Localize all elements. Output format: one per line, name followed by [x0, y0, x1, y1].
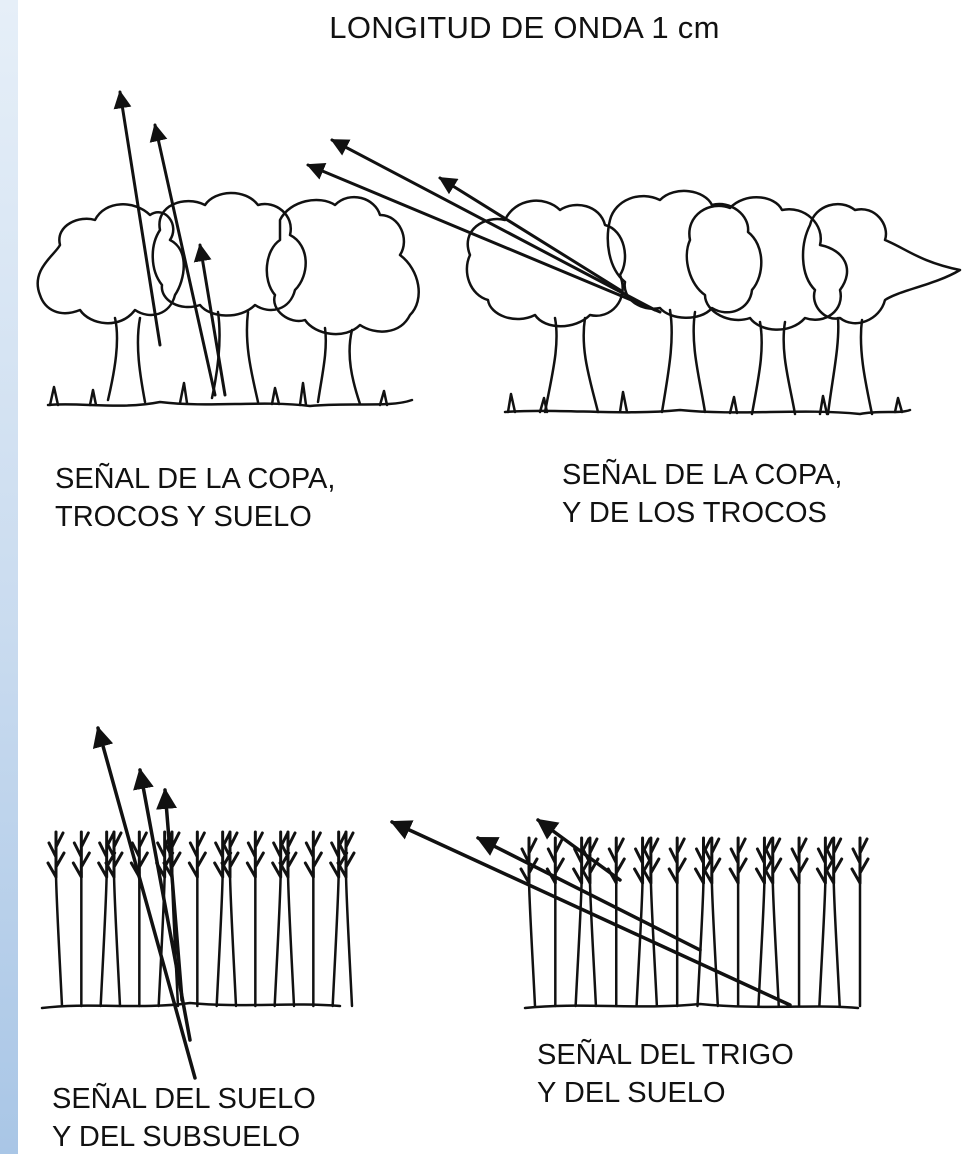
arrow-wheat-oblique-2 — [476, 836, 702, 952]
arrow-subsoil-1 — [92, 725, 197, 1080]
caption-wheat-left: SEÑAL DEL SUELO Y DEL SUBSUELO — [52, 1080, 316, 1156]
arrow-subsoil-3 — [156, 787, 184, 1002]
wheat-head — [641, 836, 661, 885]
wheat-head — [187, 830, 207, 879]
canopy-right-1 — [465, 199, 627, 328]
wheat-head — [278, 830, 298, 879]
wheat-head — [71, 830, 91, 879]
wheat-head — [97, 830, 117, 879]
wheat-head — [303, 830, 323, 879]
wheat-head — [633, 836, 653, 885]
caption-line: TROCOS Y SUELO — [55, 501, 312, 533]
wheat-head — [572, 836, 592, 885]
forest-left — [36, 90, 420, 408]
wheat-stalk — [574, 876, 583, 1008]
wheat-stalk — [344, 870, 354, 1008]
wheat-stalk — [99, 870, 108, 1008]
wheat-stalk — [331, 870, 340, 1008]
arrow-wheat-oblique-1 — [390, 820, 792, 1007]
ground-right — [503, 408, 912, 416]
wheat-stalk — [818, 876, 827, 1008]
arrow-oblique-2 — [330, 138, 657, 312]
wheat-stalk — [710, 876, 720, 1008]
caption-line: SEÑAL DE LA COPA, — [55, 463, 336, 495]
wheat-stalk — [215, 870, 224, 1008]
wheat-head — [824, 836, 844, 885]
caption-trees-right: SEÑAL DE LA COPA, Y DE LOS TROCOS — [562, 456, 842, 532]
wheat-head — [220, 830, 240, 879]
caption-line: Y DEL SUBSUELO — [52, 1121, 301, 1153]
arrow-oblique-1 — [306, 162, 662, 314]
wheat-stalk — [757, 876, 766, 1008]
wheat-head — [213, 830, 233, 879]
wheat-stalks-left — [46, 830, 356, 1008]
arrow-soil-return — [193, 243, 227, 397]
diagram-title: LONGITUD DE ONDA 1 cm — [329, 10, 720, 45]
caption-line: Y DEL SUELO — [537, 1077, 726, 1109]
wheat-stalks-right — [519, 836, 870, 1008]
canopy-left-2 — [151, 191, 307, 317]
left-edge-band — [0, 0, 18, 1154]
arrow-trunk-return — [149, 123, 217, 397]
ground-wheat-right — [523, 1002, 860, 1010]
trunk-left-3 — [316, 326, 362, 406]
canopy-right-4 — [801, 202, 962, 325]
trunk-right-4 — [826, 316, 874, 416]
wheat-stalk — [635, 876, 644, 1008]
caption-line: SEÑAL DE LA COPA, — [562, 459, 843, 491]
wheat-stalk — [832, 876, 841, 1008]
wheat-head — [329, 830, 349, 879]
wheat-head — [245, 830, 265, 879]
caption-line: SEÑAL DEL SUELO — [52, 1083, 316, 1115]
wheat-head — [46, 830, 66, 879]
trunk-right-3 — [750, 320, 797, 416]
wheat-head — [702, 836, 722, 885]
arrow-oblique-3 — [438, 176, 622, 292]
wheat-stalk — [273, 870, 282, 1008]
wheat-head — [815, 836, 835, 885]
wheat-head — [763, 836, 783, 885]
trunk-left-1 — [106, 316, 147, 404]
wheat-head — [667, 836, 687, 885]
canopy-left-1 — [36, 203, 185, 325]
wheat-stalk — [696, 876, 705, 1008]
grass-right — [506, 390, 904, 416]
wheat-head — [728, 836, 748, 885]
wheat-head — [850, 836, 870, 885]
canopy-right-3 — [685, 196, 849, 331]
wheat-stalk — [588, 876, 598, 1008]
wheat-head — [271, 830, 291, 879]
wheat-stalk — [112, 870, 122, 1008]
grass-left — [48, 381, 389, 407]
arrow-canopy-return — [113, 90, 162, 347]
ground-left — [46, 398, 414, 408]
wheat-head — [694, 836, 713, 885]
canopy-left-3 — [265, 195, 420, 336]
wheat-field-left — [40, 725, 356, 1080]
wheat-stalk — [157, 870, 166, 1008]
caption-line: SEÑAL DEL TRIGO — [537, 1039, 794, 1071]
caption-wheat-right: SEÑAL DEL TRIGO Y DEL SUELO — [537, 1036, 794, 1112]
wheat-head — [104, 830, 124, 879]
ground-wheat-left — [40, 1001, 342, 1010]
trunk-right-2 — [660, 308, 707, 414]
wheat-head — [155, 830, 175, 879]
trunk-right-1 — [543, 316, 600, 414]
wheat-head — [336, 830, 356, 879]
caption-line: Y DE LOS TROCOS — [562, 497, 827, 529]
wheat-field-right — [390, 818, 870, 1010]
wheat-stalk — [228, 870, 238, 1008]
wheat-stalk — [527, 876, 537, 1008]
wheat-stalk — [771, 876, 780, 1008]
caption-trees-left: SEÑAL DE LA COPA, TROCOS Y SUELO — [55, 460, 335, 536]
forest-right — [306, 138, 962, 416]
wheat-stalk — [286, 870, 296, 1008]
arrow-wheat-oblique-3 — [536, 818, 622, 882]
wheat-head — [754, 836, 774, 885]
wheat-head — [789, 836, 809, 885]
wheat-stalk — [54, 870, 64, 1008]
wheat-head — [129, 830, 149, 879]
